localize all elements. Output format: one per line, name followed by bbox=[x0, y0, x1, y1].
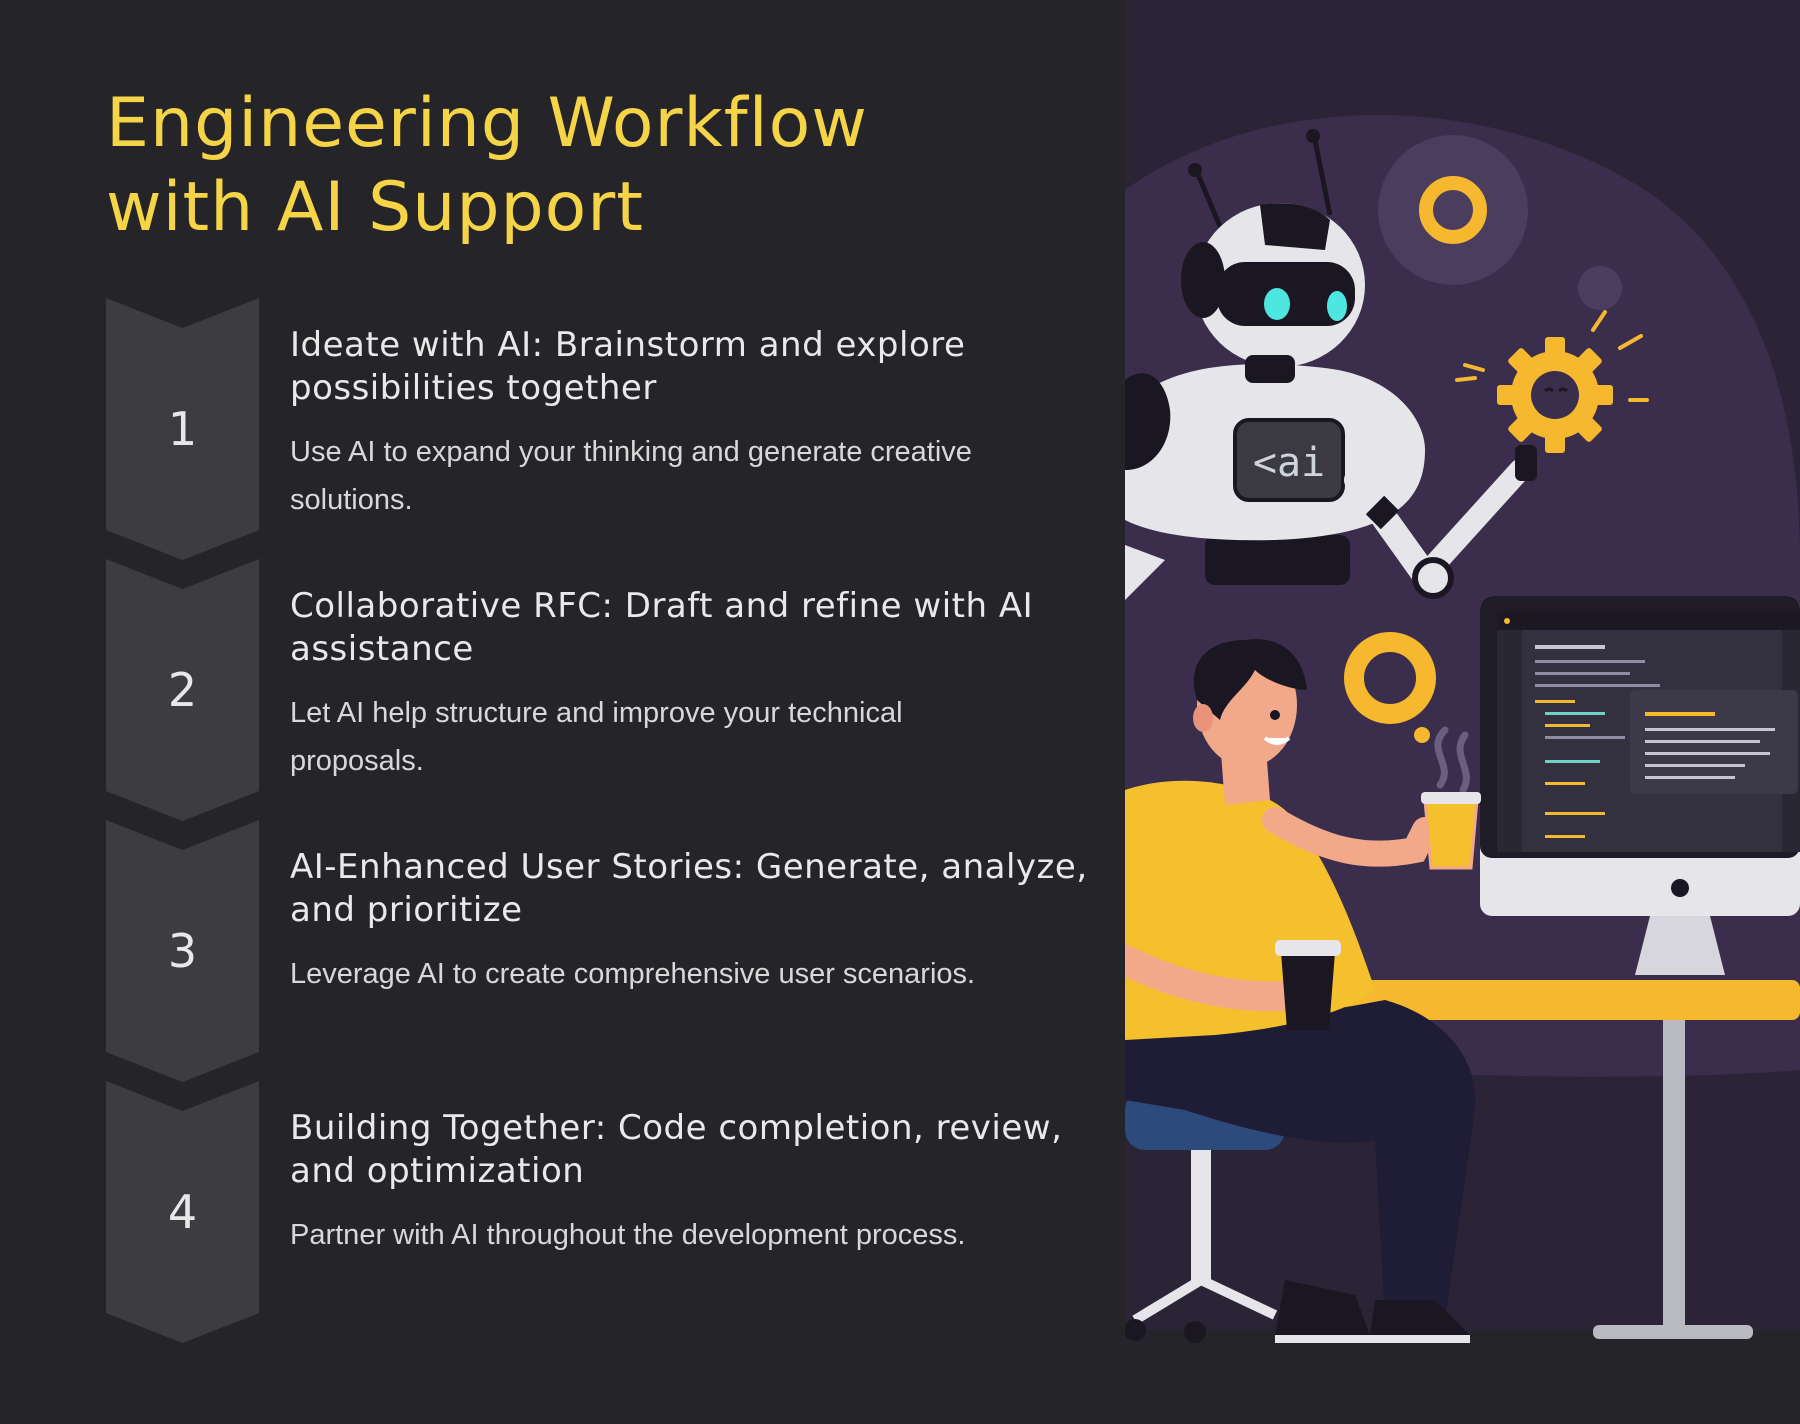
step-description: Partner with AI throughout the developme… bbox=[290, 1219, 966, 1251]
content-panel: Engineering Workflow with AI Support 1 I… bbox=[106, 82, 1106, 1343]
step-title: AI-Enhanced User Stories: Generate, anal… bbox=[290, 847, 1088, 930]
step-4: 4 Building Together: Code completion, re… bbox=[106, 1081, 1106, 1343]
step-title: Ideate with AI: Brainstorm and explore p… bbox=[290, 325, 966, 408]
step-2: 2 Collaborative RFC: Draft and refine wi… bbox=[106, 559, 1106, 821]
developer-icon bbox=[1125, 639, 1476, 1343]
floor bbox=[1125, 1330, 1800, 1424]
ring-icon bbox=[1344, 632, 1436, 724]
desk bbox=[1345, 980, 1800, 1020]
gear-icon bbox=[1455, 310, 1649, 453]
coffee-cup-icon bbox=[1275, 792, 1481, 1030]
robot-chest-label: <ai bbox=[1253, 440, 1325, 486]
step-description: Let AI help structure and improve your t… bbox=[290, 697, 903, 777]
decor-dot bbox=[1578, 266, 1622, 310]
ring-icon bbox=[1419, 176, 1487, 244]
page-title-line-2: with AI Support bbox=[106, 168, 644, 247]
steam-icon bbox=[1434, 726, 1470, 794]
monitor-icon bbox=[1480, 596, 1800, 975]
decor-circle bbox=[1378, 135, 1528, 285]
chevron-shape bbox=[106, 298, 259, 560]
chevron-shape bbox=[106, 559, 259, 821]
step-number: 4 bbox=[167, 1185, 198, 1239]
step-3: 3 AI-Enhanced User Stories: Generate, an… bbox=[106, 820, 1106, 1082]
illustration: <ai bbox=[1125, 0, 1800, 1424]
step-1: 1 Ideate with AI: Brainstorm and explore… bbox=[106, 298, 1106, 560]
chevron-shape bbox=[106, 820, 259, 1082]
decor-dot bbox=[1414, 727, 1430, 743]
step-number: 2 bbox=[167, 663, 198, 717]
page-title: Engineering Workflow with AI Support bbox=[106, 82, 868, 250]
step-title: Collaborative RFC: Draft and refine with… bbox=[290, 586, 1034, 669]
step-title: Building Together: Code completion, revi… bbox=[290, 1108, 1063, 1191]
step-description: Leverage AI to create comprehensive user… bbox=[290, 958, 976, 990]
step-number: 3 bbox=[167, 924, 198, 978]
step-number: 1 bbox=[167, 402, 198, 456]
page-title-line-1: Engineering Workflow bbox=[106, 84, 868, 163]
step-description: Use AI to expand your thinking and gener… bbox=[290, 436, 972, 516]
desk-foot bbox=[1593, 1325, 1753, 1339]
chevron-shape bbox=[106, 1081, 259, 1343]
robot-icon: <ai bbox=[1125, 129, 1537, 600]
desk-leg bbox=[1663, 1020, 1685, 1330]
